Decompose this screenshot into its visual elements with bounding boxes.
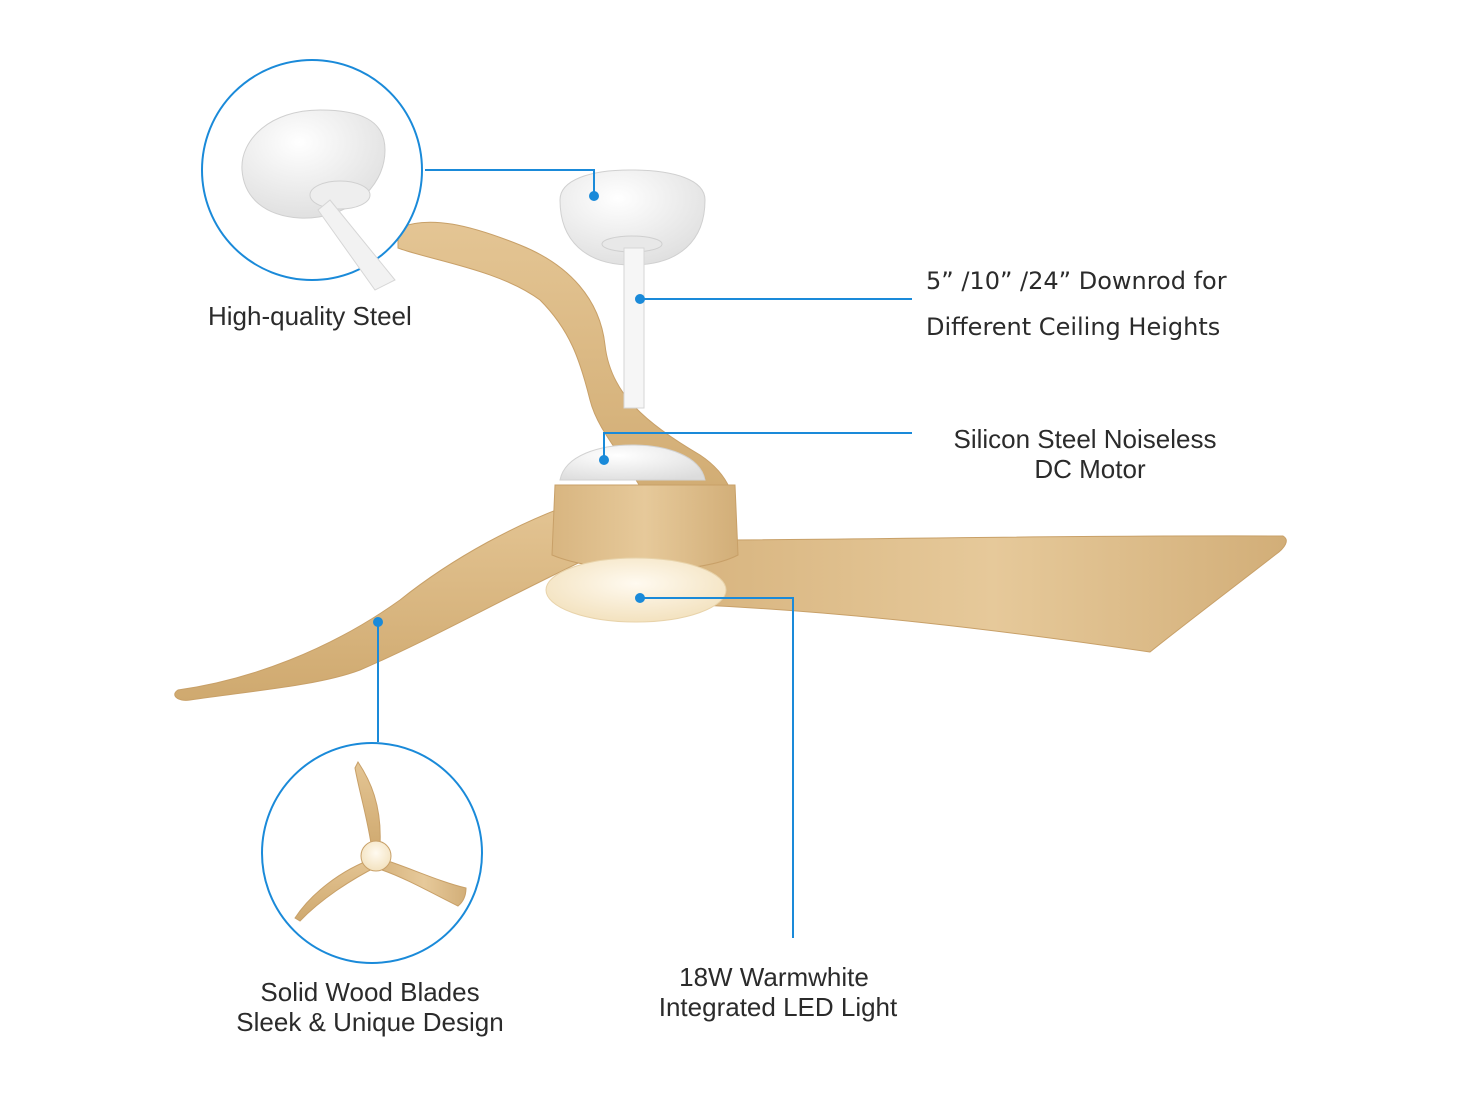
upper-blade: [397, 221, 737, 531]
label-high-quality-steel: High-quality Steel: [208, 301, 412, 331]
label-blades-line2: Sleek & Unique Design: [236, 1007, 504, 1037]
right-blade: [699, 535, 1287, 653]
label-motor-line2: DC Motor: [1034, 454, 1146, 484]
callout-dots: [373, 191, 645, 627]
led-light: [545, 557, 727, 623]
label-led-line2: Integrated LED Light: [658, 992, 898, 1022]
label-downrod-line2: Different Ceiling Heights: [926, 313, 1221, 341]
label-motor-line1: Silicon Steel Noiseless: [953, 424, 1217, 454]
motor-housing: [559, 444, 706, 481]
label-blades-line1: Solid Wood Blades: [260, 977, 480, 1007]
label-led-line1: 18W Warmwhite: [679, 962, 869, 992]
ceiling-canopy-detail: [201, 59, 423, 291]
downrod: [623, 247, 645, 409]
fan-blades-detail: [261, 742, 483, 964]
hub: [551, 484, 739, 571]
label-downrod-line1: 5” /10” /24” Downrod for: [926, 267, 1227, 295]
callout-lines: [377, 169, 912, 938]
left-blade: [174, 497, 596, 701]
